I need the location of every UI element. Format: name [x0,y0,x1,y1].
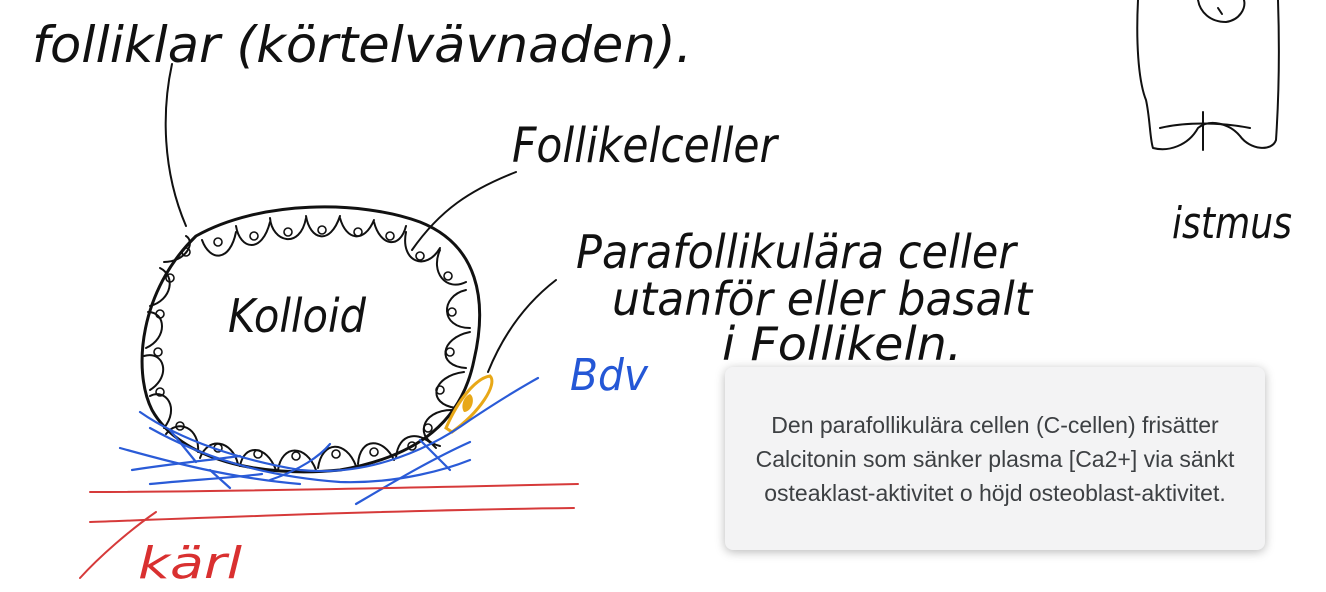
info-callout: Den parafollikulära cellen (C-cellen) fr… [725,367,1265,550]
pointer-follikelceller [412,172,516,250]
label-istmus: istmus [1172,198,1292,249]
follicle-cells [144,216,470,470]
label-follikelceller: Follikelceller [512,118,780,174]
pointer-parafollikular [488,280,556,372]
label-bdv: Bdv [570,350,649,401]
cell-nuclei [154,226,456,460]
thyroid-sketch [1137,0,1279,150]
info-callout-text: Den parafollikulära cellen (C-cellen) fr… [747,408,1243,510]
label-parafollikular-1: Parafollikulära celler [576,225,1019,279]
label-kolloid: Kolloid [228,289,367,343]
label-karl: kärl [138,538,243,589]
pointer-folliklar [166,64,186,226]
label-folliklar: folliklar (körtelvävnaden). [32,16,692,74]
parafollicular-cell [446,376,492,432]
label-parafollikular-3: i Follikeln. [722,317,962,371]
